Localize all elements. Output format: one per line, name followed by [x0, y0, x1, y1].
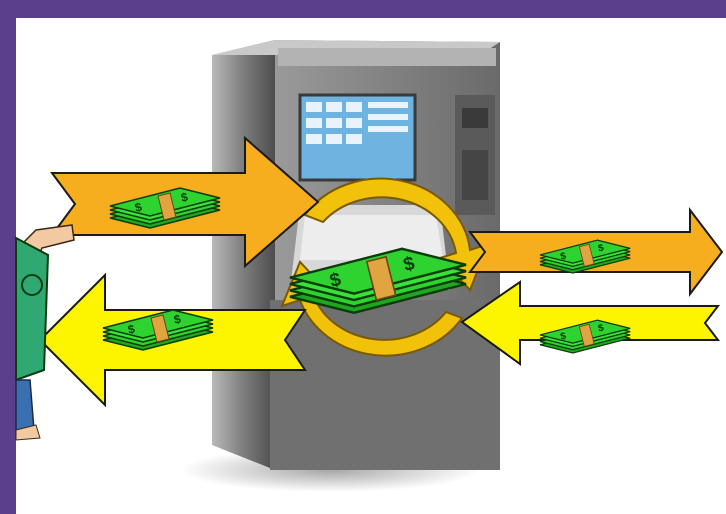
slide-frame-left — [0, 0, 16, 514]
person-with-cash-icon — [14, 224, 75, 441]
slide-frame-top — [0, 0, 726, 18]
